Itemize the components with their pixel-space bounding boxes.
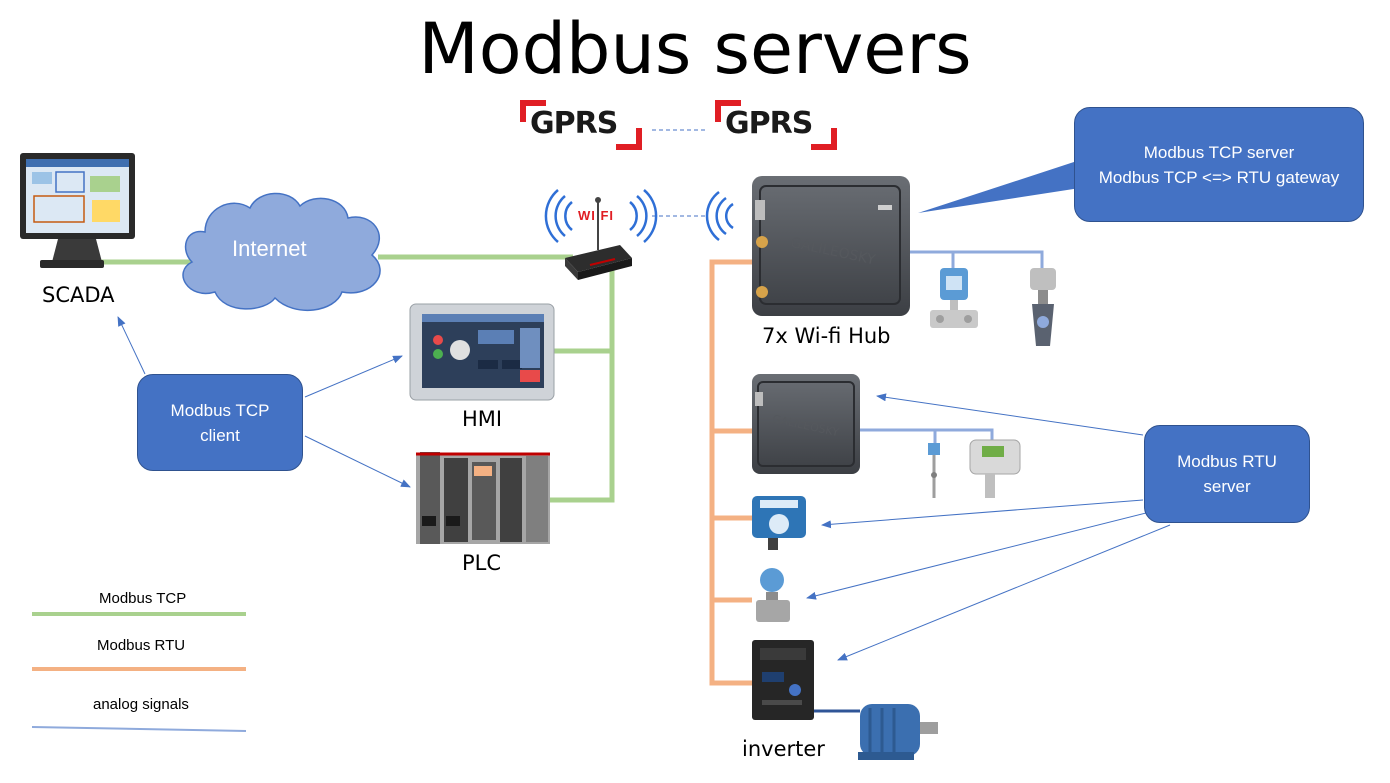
- scada-monitor-icon: [20, 153, 135, 268]
- scada-label: SCADA: [42, 283, 115, 307]
- legend-label-rtu: Modbus RTU: [97, 637, 186, 654]
- galileosky-device-icon: GALILEOSKY: [752, 374, 860, 474]
- gprs-logo-right: GPRS: [715, 100, 837, 150]
- arrows: [117, 316, 1171, 661]
- internet-cloud-icon: [182, 192, 381, 312]
- callout-line: Modbus TCP: [170, 400, 270, 420]
- legend-label-analog: analog signals: [93, 696, 189, 713]
- analog-links: [812, 250, 1044, 713]
- router-icon: [565, 197, 632, 280]
- hmi-panel-icon: [409, 303, 555, 401]
- plc-label: PLC: [462, 551, 502, 575]
- transmitter-icon: [756, 568, 790, 622]
- hub-label: 7x Wi-fi Hub: [762, 324, 891, 348]
- modbus-tcp-client-callout: Modbus TCP client: [137, 374, 303, 471]
- tcp-links: [100, 254, 615, 503]
- inverter-label: inverter: [742, 737, 825, 761]
- callout-line: Modbus TCP <=> RTU gateway: [1098, 167, 1340, 187]
- callout-line: client: [200, 425, 240, 445]
- modbus-rtu-server-callout: Modbus RTU server: [1144, 425, 1310, 523]
- wifi-logo-text: WI FI: [578, 208, 615, 223]
- gprs-logo-left: GPRS: [520, 100, 642, 150]
- callout-line: server: [1203, 477, 1251, 496]
- callout-line: Modbus RTU: [1177, 452, 1277, 471]
- page-title: Modbus servers: [418, 8, 972, 90]
- pressure-transmitter-icon: [930, 268, 978, 328]
- gas-detector-icon: [752, 496, 806, 550]
- callout-line: Modbus TCP server: [1143, 142, 1295, 162]
- internet-label: Internet: [232, 236, 307, 261]
- valve-icon: [1030, 268, 1056, 346]
- server-bubble-pointer: [918, 160, 1080, 213]
- motor-icon: [858, 704, 938, 760]
- wifi-icon: [544, 189, 734, 243]
- humidity-sensor-icon: [969, 439, 1021, 498]
- legend-line-analog: [31, 726, 247, 732]
- inverter-device-icon: [752, 640, 814, 720]
- hmi-label: HMI: [462, 407, 503, 431]
- plc-icon: [416, 452, 550, 544]
- legend-label-tcp: Modbus TCP: [99, 590, 187, 607]
- wifi-hub-device-icon: GALILEOSKY: [752, 176, 910, 316]
- modbus-tcp-server-callout: Modbus TCP server Modbus TCP <=> RTU gat…: [1074, 107, 1364, 222]
- rtu-links: [709, 259, 754, 686]
- level-sensor-icon: [928, 443, 940, 498]
